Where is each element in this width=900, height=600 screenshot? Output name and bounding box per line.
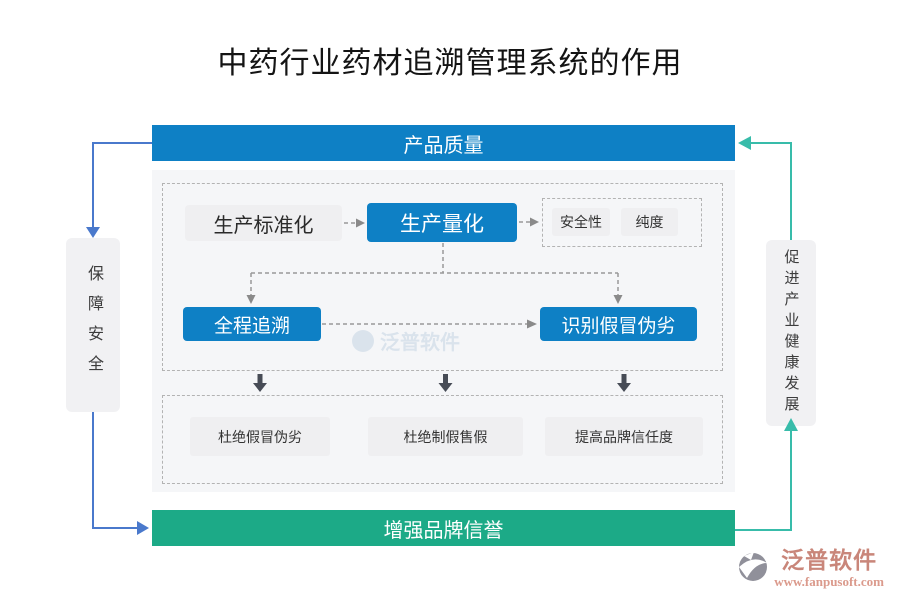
side-box-ensure-safety: 保障安全 <box>66 238 120 412</box>
node-production-quantification: 生产量化 <box>367 203 517 242</box>
node-production-standardization: 生产标准化 <box>185 205 342 241</box>
node-result-stop-counterfeit: 杜绝假冒伪劣 <box>190 417 330 456</box>
lower-dashed-container <box>162 395 723 484</box>
fanpu-logo-icon <box>739 552 768 581</box>
quality-attributes-container <box>542 198 702 247</box>
node-result-brand-trust: 提高品牌信任度 <box>545 417 703 456</box>
watermark-text: 泛普软件 <box>380 332 460 354</box>
watermark-logo-icon <box>352 329 374 352</box>
footer-logo: 泛普软件 www.fanpusoft.com <box>736 548 884 590</box>
node-full-traceability: 全程追溯 <box>183 307 321 341</box>
brand-name: 泛普软件 <box>781 548 878 573</box>
node-safety: 安全性 <box>552 208 610 236</box>
banner-brand-reputation: 增强品牌信誉 <box>152 510 735 546</box>
node-result-stop-fake-sales: 杜绝制假售假 <box>368 417 523 456</box>
footer-text-block: 泛普软件 www.fanpusoft.com <box>774 548 884 590</box>
banner-product-quality: 产品质量 <box>152 125 735 161</box>
brand-url: www.fanpusoft.com <box>774 574 884 589</box>
node-purity: 纯度 <box>621 208 678 236</box>
node-identify-counterfeit: 识别假冒伪劣 <box>540 307 697 341</box>
upper-dashed-container <box>162 183 723 371</box>
page-title: 中药行业药材追溯管理系统的作用 <box>217 47 683 80</box>
watermark: 泛普软件 <box>352 326 460 355</box>
side-box-promote-industry-health: 促进产业健康发展 <box>766 240 816 426</box>
